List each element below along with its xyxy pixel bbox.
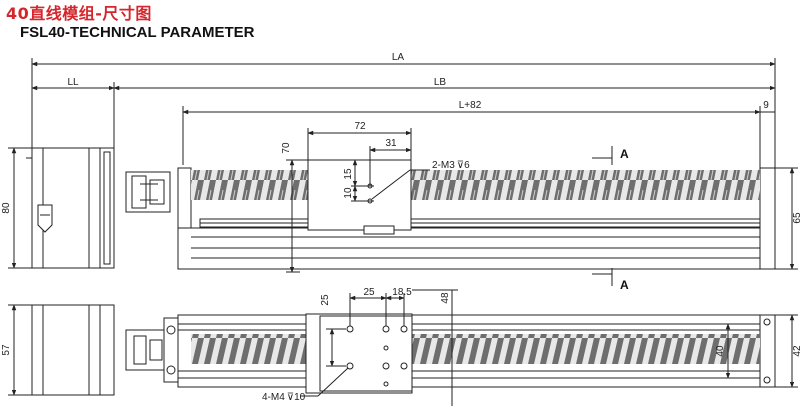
depth-symbol-icon: ⊽: [287, 392, 294, 403]
dim-42-label: 42: [792, 345, 803, 357]
m3-depth-text: 6: [464, 160, 470, 171]
dim-9-label: 9: [763, 100, 769, 111]
depth-symbol-icon: ⊽: [457, 160, 464, 171]
dim-la-label: LA: [392, 52, 405, 63]
dim-18-5-label: 18.5: [392, 287, 412, 298]
dim-80-label: 80: [1, 202, 12, 214]
m4-callout-label: 4-M4⊽10: [262, 392, 306, 403]
title-chinese: 40直线模组-尺寸图: [6, 4, 152, 23]
side-view: [26, 58, 776, 270]
dim-80-lines: [8, 146, 798, 286]
m3-callout-label: 2-M3⊽6: [432, 160, 470, 171]
dim-25-vertical-label: 25: [320, 294, 331, 306]
dim-l82-label: L+82: [459, 100, 482, 111]
dim-lb-label: LB: [434, 77, 447, 88]
dim-31-label: 31: [385, 138, 397, 149]
dim-ll-label: LL: [67, 77, 79, 88]
section-a-top: A: [620, 147, 629, 161]
m4-depth-text: 10: [294, 392, 306, 403]
dim-10-label: 10: [343, 187, 354, 199]
dim-40-label: 40: [715, 345, 726, 357]
dim-15-label: 15: [343, 168, 354, 180]
carriage-side: [286, 128, 430, 273]
carriage-top: [300, 289, 798, 406]
m3-text: 2-M3: [432, 160, 455, 171]
dim-25-horizontal-label: 25: [363, 287, 375, 298]
dim-65-label: 65: [792, 212, 803, 224]
m4-text: 4-M4: [262, 392, 285, 403]
dim-70-label: 70: [281, 142, 292, 154]
ball-screw-top: [191, 334, 760, 364]
dim-72-label: 72: [354, 121, 366, 132]
title-english: FSL40-TECHNICAL PARAMETER: [20, 24, 255, 41]
section-a-bottom: A: [620, 278, 629, 292]
ball-screw-side: [191, 170, 760, 200]
dim-57-label: 57: [1, 344, 12, 356]
dim-48-label: 48: [440, 292, 451, 304]
